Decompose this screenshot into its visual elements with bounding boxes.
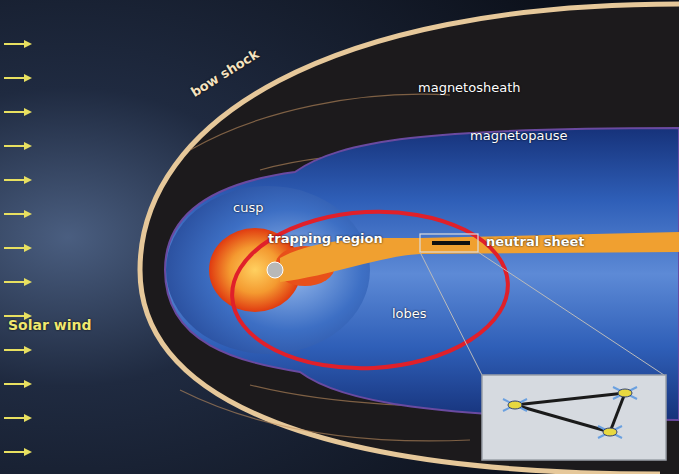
wind-arrow-shaft bbox=[4, 349, 24, 351]
wind-arrow-shaft bbox=[4, 315, 24, 317]
wind-arrow-head bbox=[24, 244, 32, 252]
satellites bbox=[503, 387, 637, 438]
wind-arrow-shaft bbox=[4, 179, 24, 181]
formation-line bbox=[610, 393, 625, 432]
wind-arrow-head bbox=[24, 448, 32, 456]
wind-arrow-head bbox=[24, 278, 32, 286]
wind-arrow bbox=[4, 210, 32, 218]
wind-arrow bbox=[4, 176, 32, 184]
wind-arrow-shaft bbox=[4, 77, 24, 79]
wind-arrow-head bbox=[24, 108, 32, 116]
satellite-boom bbox=[598, 426, 622, 438]
wind-arrow-shaft bbox=[4, 451, 24, 453]
satellite-boom bbox=[613, 387, 637, 399]
satellite-boom bbox=[503, 399, 527, 411]
wind-arrow-shaft bbox=[4, 281, 24, 283]
solar-wind-arrows bbox=[4, 40, 32, 456]
wind-arrow-head bbox=[24, 346, 32, 354]
satellite-body bbox=[603, 428, 617, 436]
magnetosheath-region bbox=[140, 4, 679, 474]
region-label: magnetosheath bbox=[418, 80, 520, 95]
satellite-body bbox=[618, 389, 632, 397]
wind-arrow bbox=[4, 346, 32, 354]
formation-line bbox=[515, 405, 610, 432]
wind-arrow-head bbox=[24, 74, 32, 82]
zoom-line bbox=[478, 252, 664, 375]
highlight-ellipse bbox=[228, 205, 512, 375]
wind-arrow bbox=[4, 40, 32, 48]
wind-arrow-shaft bbox=[4, 111, 24, 113]
wind-arrow bbox=[4, 380, 32, 388]
wind-arrow-head bbox=[24, 40, 32, 48]
wind-arrow bbox=[4, 142, 32, 150]
wind-arrow-head bbox=[24, 380, 32, 388]
wind-arrow-shaft bbox=[4, 247, 24, 249]
wind-arrow bbox=[4, 414, 32, 422]
wind-arrow-head bbox=[24, 210, 32, 218]
wind-arrow bbox=[4, 244, 32, 252]
wind-arrow bbox=[4, 74, 32, 82]
wind-arrow bbox=[4, 448, 32, 456]
wind-arrow-shaft bbox=[4, 43, 24, 45]
wind-arrow-shaft bbox=[4, 213, 24, 215]
bow-shock-line bbox=[140, 4, 679, 474]
wind-arrow-head bbox=[24, 142, 32, 150]
region-label: lobes bbox=[392, 306, 427, 321]
formation-line bbox=[515, 393, 625, 405]
wind-arrow-shaft bbox=[4, 145, 24, 147]
formation-lines bbox=[515, 393, 625, 432]
zoom-frame bbox=[420, 234, 478, 252]
wind-arrow bbox=[4, 108, 32, 116]
satellite-body bbox=[508, 401, 522, 409]
satellite bbox=[598, 426, 622, 438]
wind-arrow-head bbox=[24, 176, 32, 184]
region-label: magnetopause bbox=[470, 128, 567, 143]
earth bbox=[267, 262, 283, 278]
region-label: neutral sheet bbox=[486, 234, 585, 249]
satellite-boom bbox=[598, 426, 622, 438]
wind-arrow-shaft bbox=[4, 417, 24, 419]
flow-label: Solar wind bbox=[8, 318, 91, 333]
satellite bbox=[613, 387, 637, 399]
wind-arrow-shaft bbox=[4, 383, 24, 385]
satellite-boom bbox=[613, 387, 637, 399]
zoom-line bbox=[420, 252, 482, 375]
region-label: trapping region bbox=[268, 231, 383, 246]
region-label: cusp bbox=[233, 200, 263, 215]
wind-arrow-head bbox=[24, 414, 32, 422]
inset-panel bbox=[482, 375, 666, 460]
current-sheet-mark bbox=[432, 241, 470, 245]
satellite bbox=[503, 399, 527, 411]
wind-arrow bbox=[4, 278, 32, 286]
satellite-boom bbox=[503, 399, 527, 411]
